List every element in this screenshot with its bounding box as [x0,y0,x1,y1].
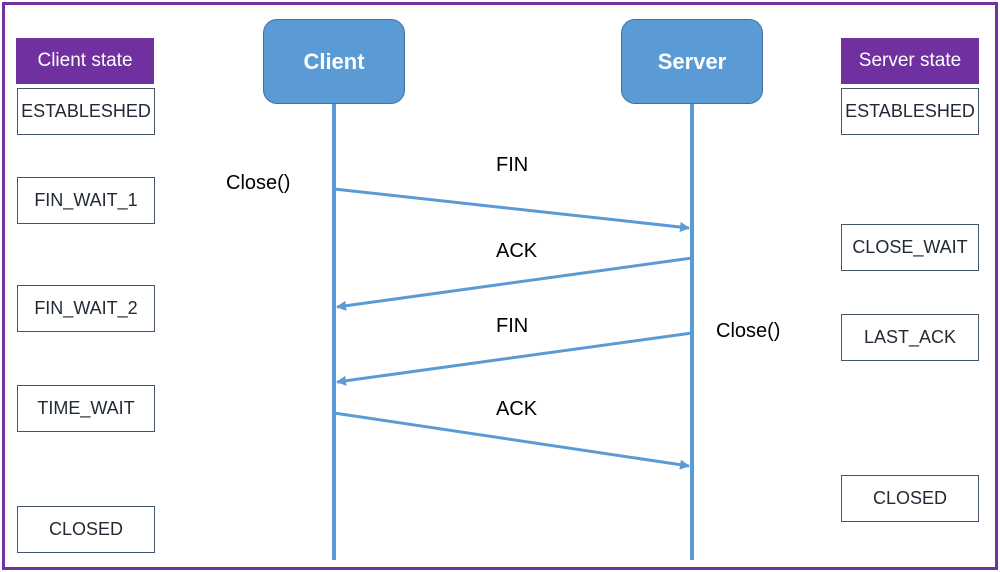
client-state-header: Client state [16,38,154,84]
server-state-close-wait: CLOSE_WAIT [841,224,979,271]
client-state-established: ESTABLESHED [17,88,155,135]
server-state-established: ESTABLESHED [841,88,979,135]
client-close-call: Close() [226,172,291,194]
fin-arrow-client-to-server [333,187,690,232]
ack-arrow-client-to-server [333,411,690,470]
message-label-ack-2: ACK [496,398,538,420]
fin-arrow-server-to-client [336,331,693,386]
server-state-closed: CLOSED [841,475,979,522]
message-label-fin-2: FIN [496,315,529,337]
client-actor: Client [263,19,405,104]
server-state-last-ack: LAST_ACK [841,314,979,361]
client-state-fin-wait-1: FIN_WAIT_1 [17,177,155,224]
ack-arrow-server-to-client [336,256,693,311]
message-label-ack-1: ACK [496,240,538,262]
client-state-closed: CLOSED [17,506,155,553]
client-state-time-wait: TIME_WAIT [17,385,155,432]
server-actor: Server [621,19,763,104]
server-close-call: Close() [716,320,781,342]
server-state-header: Server state [841,38,979,84]
message-label-fin-1: FIN [496,154,529,176]
client-state-fin-wait-2: FIN_WAIT_2 [17,285,155,332]
